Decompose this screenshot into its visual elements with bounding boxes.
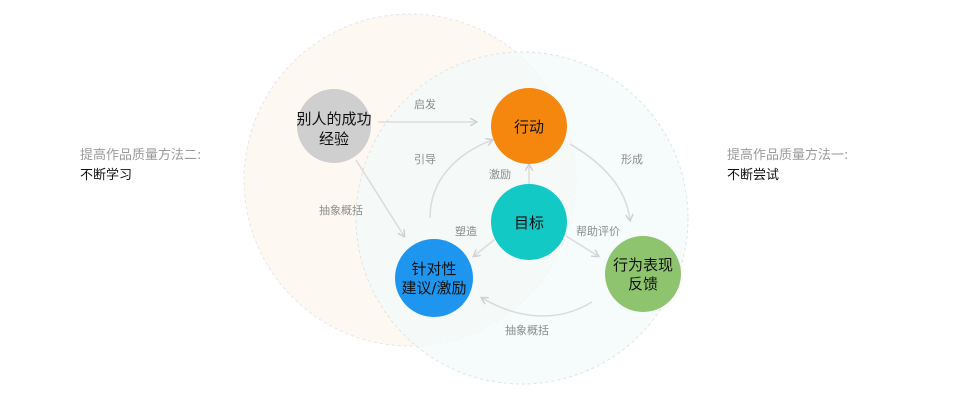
right-method-title: 不断尝试 <box>727 168 780 183</box>
edge-label-shape: 塑造 <box>455 224 477 238</box>
left-method-title: 不断学习 <box>80 168 133 183</box>
edge-label-guide: 引导 <box>414 152 436 166</box>
right-method-subtitle: 提高作品质量方法一: <box>727 148 849 163</box>
arrow-abstract-left <box>355 159 404 236</box>
left-method-label: 提高作品质量方法二: 不断学习 <box>80 146 201 186</box>
node-experience-line-1: 别人的成功 <box>296 110 371 128</box>
arrow-help-evaluate <box>565 235 598 256</box>
edge-label-abstract-left: 抽象概括 <box>319 203 363 217</box>
node-experience-line-2: 经验 <box>319 130 349 148</box>
edge-label-abstract-bottom: 抽象概括 <box>505 323 549 337</box>
arrow-abstract-bottom <box>482 298 593 317</box>
node-experience: 别人的成功 经验 <box>296 89 372 163</box>
node-action: 行动 <box>491 88 567 164</box>
left-method-subtitle: 提高作品质量方法二: <box>80 148 202 163</box>
node-goal-circle <box>491 184 567 260</box>
node-performance-circle <box>605 236 681 312</box>
right-method-label: 提高作品质量方法一: 不断尝试 <box>727 146 848 186</box>
node-goal: 目标 <box>491 184 567 260</box>
node-feedback-circle <box>395 239 473 317</box>
arrow-guide <box>429 140 492 219</box>
arrow-shape <box>474 239 495 256</box>
node-performance-line-2: 反馈 <box>628 275 658 293</box>
node-performance: 行为表现 反馈 <box>605 236 681 312</box>
node-performance-line-1: 行为表现 <box>613 256 673 274</box>
arrows <box>355 122 630 317</box>
edge-label-help-evaluate: 帮助评价 <box>576 224 620 238</box>
edge-label-inspire: 启发 <box>414 97 436 111</box>
node-experience-circle <box>297 89 371 163</box>
node-feedback-line-1: 针对性 <box>411 260 456 278</box>
edge-label-form: 形成 <box>621 153 643 166</box>
node-feedback: 针对性 建议/激励 <box>395 239 473 317</box>
node-action-circle <box>491 88 567 164</box>
node-goal-label: 目标 <box>514 214 544 232</box>
edge-label-motivate: 激励 <box>489 167 511 181</box>
node-action-label: 行动 <box>514 118 544 136</box>
node-feedback-line-2: 建议/激励 <box>401 279 466 297</box>
arrow-form <box>569 143 630 220</box>
